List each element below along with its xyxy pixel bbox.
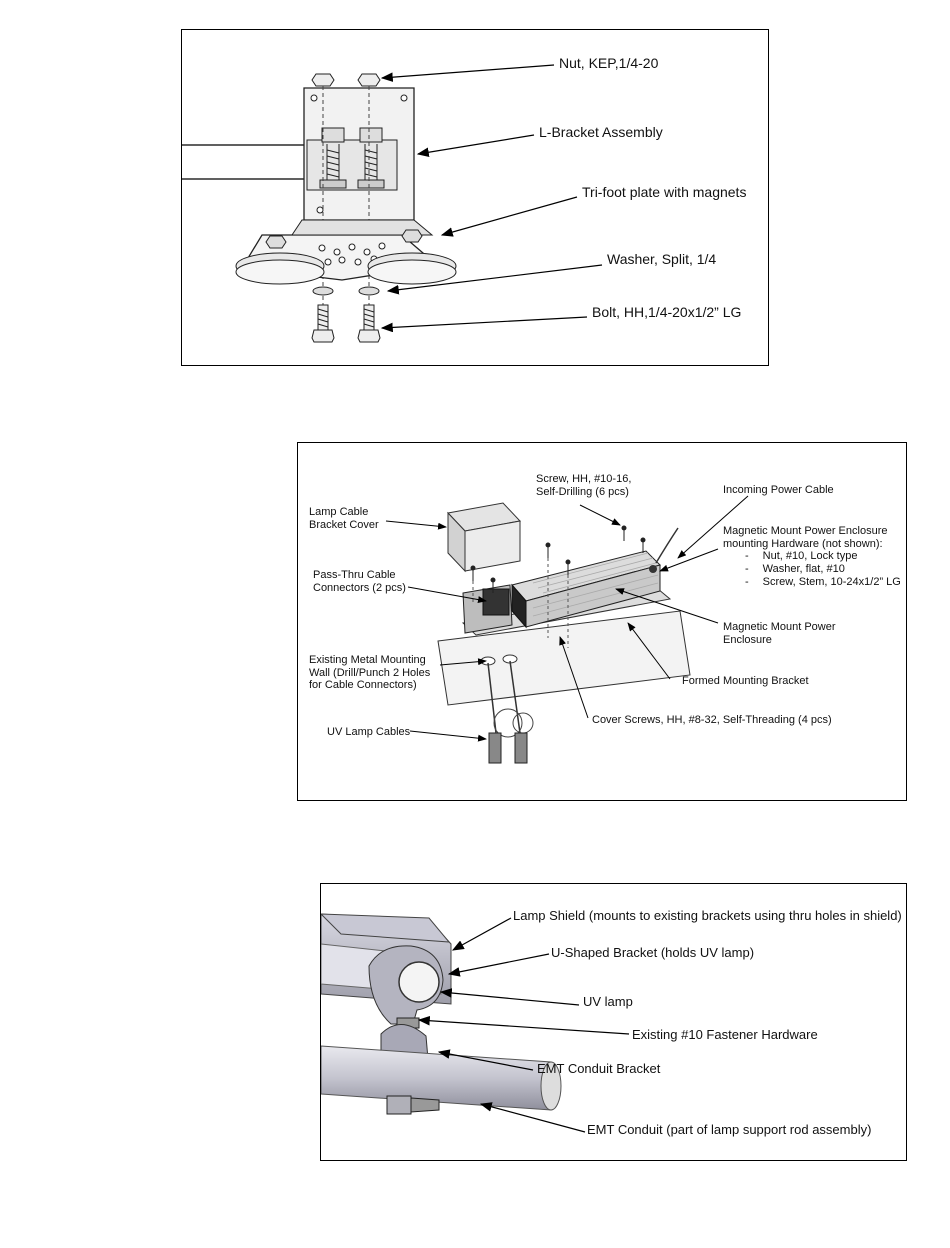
passthru-line-1: Pass-Thru Cable xyxy=(313,569,396,581)
callout-nut: Nut, KEP,1/4-20 xyxy=(559,55,659,71)
callout-cover-screws: Cover Screws, HH, #8-32, Self-Threading … xyxy=(592,714,832,726)
screw-line-1: Screw, HH, #10-16, xyxy=(536,473,632,485)
callout-existing-mounting-wall: Existing Metal Mounting Wall (Drill/Punc… xyxy=(309,654,430,692)
callout-u-shaped-bracket: U-Shaped Bracket (holds UV lamp) xyxy=(551,945,755,960)
hardware-item: -Screw, Stem, 10-24x1/2” LG xyxy=(745,575,901,588)
callout-bolt: Bolt, HH,1/4-20x1/2” LG xyxy=(592,304,742,320)
wall-line-1: Existing Metal Mounting xyxy=(309,654,426,666)
wall-line-3: for Cable Connectors) xyxy=(309,679,417,692)
figure-2-panel: Screw, HH, #10-16, Self-Drilling (6 pcs)… xyxy=(297,442,907,801)
callout-fastener-hardware: Existing #10 Fastener Hardware xyxy=(632,1027,818,1042)
hardware-bullet: - xyxy=(745,575,749,588)
hardware-item: -Washer, flat, #10 xyxy=(745,562,845,575)
callout-emt-conduit: EMT Conduit (part of lamp support rod as… xyxy=(587,1122,872,1137)
callout-uv-lamp: UV lamp xyxy=(583,994,633,1009)
callout-lamp-cable-bracket-cover: Lamp Cable Bracket Cover xyxy=(309,506,379,531)
hardware-bullet: - xyxy=(745,562,749,575)
callout-lamp-shield: Lamp Shield (mounts to existing brackets… xyxy=(513,908,902,923)
callout-tri-foot-plate: Tri-foot plate with magnets xyxy=(582,184,747,200)
callout-incoming-power-cable: Incoming Power Cable xyxy=(723,484,834,496)
hardware-item: -Nut, #10, Lock type xyxy=(745,550,858,563)
callout-uv-lamp-cables: UV Lamp Cables xyxy=(327,726,411,738)
hardware-line-1: Magnetic Mount Power Enclosure xyxy=(723,525,888,537)
wall-line-2: Wall (Drill/Punch 2 Holes xyxy=(309,666,431,679)
callout-power-enclosure: Magnetic Mount Power Enclosure xyxy=(723,621,836,646)
l-bracket-drawing xyxy=(182,64,603,343)
enclosure-line-2: Enclosure xyxy=(723,633,772,646)
callout-screw-self-drilling: Screw, HH, #10-16, Self-Drilling (6 pcs) xyxy=(536,473,631,498)
enclosure-line-1: Magnetic Mount Power xyxy=(723,621,836,633)
cover-line-1: Lamp Cable xyxy=(309,506,369,518)
callout-split-washer: Washer, Split, 1/4 xyxy=(607,251,717,267)
callout-enclosure-mounting-hardware: Magnetic Mount Power Enclosure mounting … xyxy=(723,525,901,588)
screw-line-2: Self-Drilling (6 pcs) xyxy=(536,485,629,498)
hardware-line-2: mounting Hardware (not shown): xyxy=(723,537,883,550)
figure-1-panel: Nut, KEP,1/4-20 L-Bracket Assembly Tri-f… xyxy=(181,29,769,366)
figure-3-panel: Lamp Shield (mounts to existing brackets… xyxy=(320,883,907,1161)
callout-formed-mounting-bracket: Formed Mounting Bracket xyxy=(682,675,809,687)
power-enclosure-drawing xyxy=(385,495,749,764)
callout-emt-conduit-bracket: EMT Conduit Bracket xyxy=(537,1061,661,1076)
callout-pass-thru-connectors: Pass-Thru Cable Connectors (2 pcs) xyxy=(313,569,406,594)
lamp-shield-drawing xyxy=(321,913,630,1133)
callout-l-bracket: L-Bracket Assembly xyxy=(539,124,663,140)
cover-line-2: Bracket Cover xyxy=(309,518,379,531)
hardware-bullet: - xyxy=(745,550,749,563)
passthru-line-2: Connectors (2 pcs) xyxy=(313,581,406,594)
